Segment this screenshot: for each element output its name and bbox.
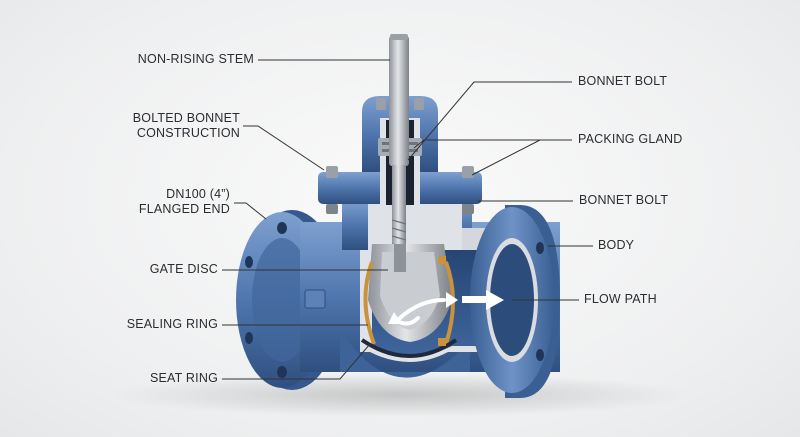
label-flanged-end: DN100 (4”) FLANGED END xyxy=(138,187,230,216)
seat-ring xyxy=(360,338,458,358)
label-bonnet-bolt-top: BONNET BOLT xyxy=(578,74,668,88)
flange-bolt-hole xyxy=(277,366,287,378)
label-gate-disc: GATE DISC xyxy=(149,262,218,276)
label-seat-ring: SEAT RING xyxy=(149,371,218,385)
leader-packing-gland xyxy=(413,139,572,149)
leader-seat-ring xyxy=(222,343,371,380)
leader-bonnet-construction xyxy=(243,125,325,171)
leader-packing-gland-2 xyxy=(471,139,541,176)
label-packing-gland: PACKING GLAND xyxy=(578,132,683,146)
label-body: BODY xyxy=(598,238,635,252)
bonnet-bolt xyxy=(326,166,338,214)
stem xyxy=(389,34,409,265)
flange-bolt-hole xyxy=(245,332,253,344)
label-flow-path: FLOW PATH xyxy=(584,292,657,306)
bonnet-bolt xyxy=(376,98,424,110)
label-sealing-ring: SEALING RING xyxy=(126,317,218,331)
label-bolted-bonnet: BOLTED BONNET CONSTRUCTION xyxy=(132,111,240,140)
flange-bolt-hole xyxy=(245,256,253,268)
flow-arrow xyxy=(388,290,504,326)
flange-bolt-hole xyxy=(536,349,544,361)
seat-ring-insert xyxy=(438,256,446,264)
gate-disc xyxy=(368,244,452,342)
seat-ring-insert xyxy=(438,338,446,346)
flange-bolt-hole xyxy=(277,222,287,234)
leader-lines xyxy=(222,59,593,380)
ground-shadow xyxy=(110,373,690,417)
label-non-rising-stem: NON-RISING STEM xyxy=(137,52,254,66)
leader-bonnet-bolt-top xyxy=(407,81,572,161)
flange-bolt-hole xyxy=(536,242,544,254)
bonnet-bolt xyxy=(462,166,474,214)
leader-flanged-end xyxy=(234,202,267,220)
label-bonnet-bolt-right: BONNET BOLT xyxy=(579,193,669,207)
